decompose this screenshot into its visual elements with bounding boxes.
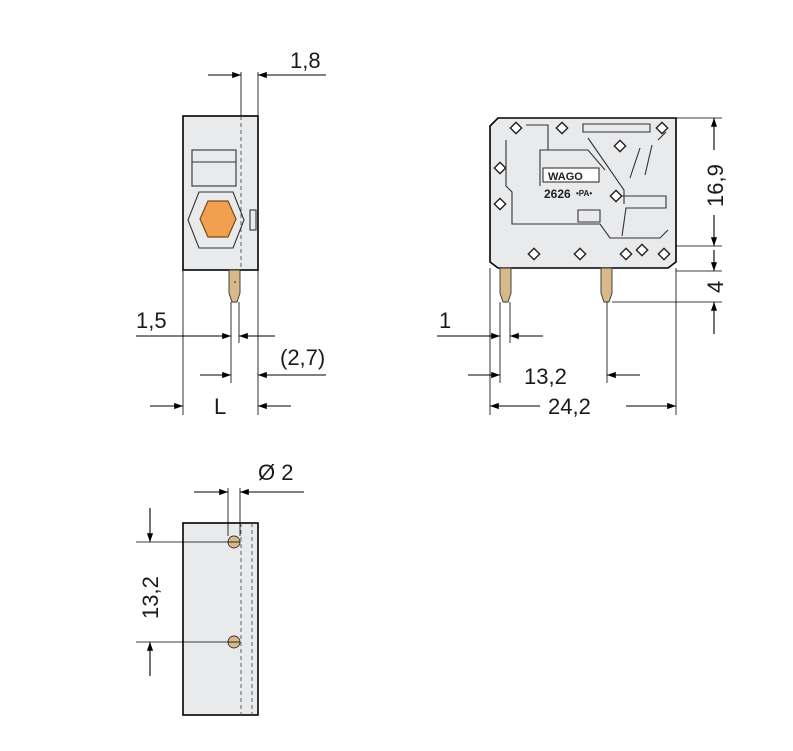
bottom-view-body bbox=[182, 522, 259, 716]
front-view-body bbox=[489, 117, 677, 269]
dim-L-label: L bbox=[214, 394, 226, 419]
side-view bbox=[182, 115, 259, 303]
brand-text: WAGO bbox=[548, 171, 583, 183]
diamond-marker bbox=[555, 121, 569, 135]
diamond-marker bbox=[613, 139, 627, 153]
front-view: WAGO 2626 •PA• bbox=[489, 117, 677, 303]
brand-plate bbox=[542, 167, 600, 183]
side-latch bbox=[249, 209, 257, 231]
diamond-marker bbox=[509, 121, 523, 135]
diamond-marker bbox=[493, 197, 507, 211]
model-suffix: •PA• bbox=[576, 189, 592, 198]
diamond-marker bbox=[619, 247, 633, 261]
diamond-marker bbox=[657, 247, 671, 261]
dim-1-label: 1 bbox=[439, 308, 451, 333]
actuator-housing bbox=[187, 191, 245, 249]
model-text: 2626 bbox=[544, 187, 571, 201]
dim-1-5-label: 1,5 bbox=[136, 308, 167, 333]
dim-diameter-label: Ø 2 bbox=[258, 460, 293, 485]
marker-slot bbox=[191, 149, 237, 187]
side-view-pin bbox=[228, 269, 241, 303]
diamond-marker bbox=[609, 189, 623, 203]
diamond-marker bbox=[635, 243, 649, 257]
diamond-marker bbox=[527, 247, 541, 261]
diamond-marker bbox=[655, 121, 669, 135]
bottom-view bbox=[182, 522, 259, 716]
dim-4-label: 4 bbox=[703, 281, 728, 293]
side-view-body bbox=[182, 115, 259, 271]
dim-24-2-label: 24,2 bbox=[548, 394, 591, 419]
diamond-marker bbox=[493, 161, 507, 175]
front-pin-left bbox=[499, 267, 512, 303]
dim-hole-spacing-label: 13,2 bbox=[138, 576, 163, 619]
dim-13-2-label: 13,2 bbox=[524, 364, 567, 389]
diamond-marker bbox=[573, 247, 587, 261]
dim-16-9-label: 16,9 bbox=[703, 164, 728, 207]
actuator-button bbox=[199, 200, 237, 238]
dim-1-8-label: 1,8 bbox=[290, 48, 321, 73]
front-pin-right bbox=[600, 267, 613, 303]
dim-2-7-label: (2,7) bbox=[280, 345, 325, 370]
